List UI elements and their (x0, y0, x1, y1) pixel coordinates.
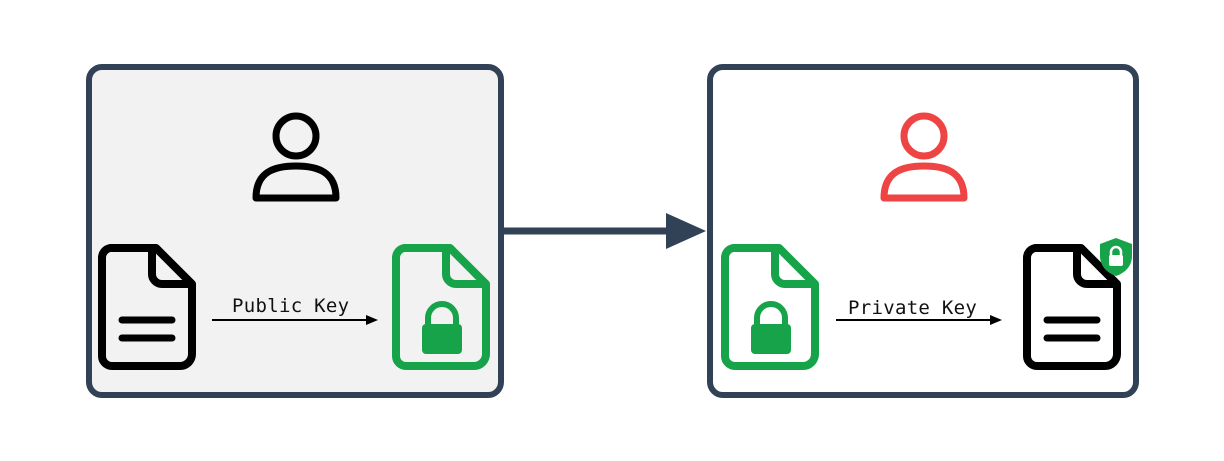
transfer-arrow (504, 213, 706, 249)
recipient-user-icon (880, 112, 968, 202)
sender-user-icon (252, 112, 340, 202)
public-key-label: Public Key (232, 295, 350, 317)
private-key-label: Private Key (848, 297, 978, 319)
decrypted-document-icon (1023, 244, 1121, 370)
public-key-arrow (212, 315, 378, 325)
encrypted-document-icon (392, 244, 490, 370)
recipient-panel (707, 64, 1139, 398)
shield-lock-icon (1100, 238, 1132, 276)
received-encrypted-document-icon (721, 244, 819, 370)
private-key-arrow (836, 315, 1002, 325)
plain-document-icon (98, 244, 196, 370)
